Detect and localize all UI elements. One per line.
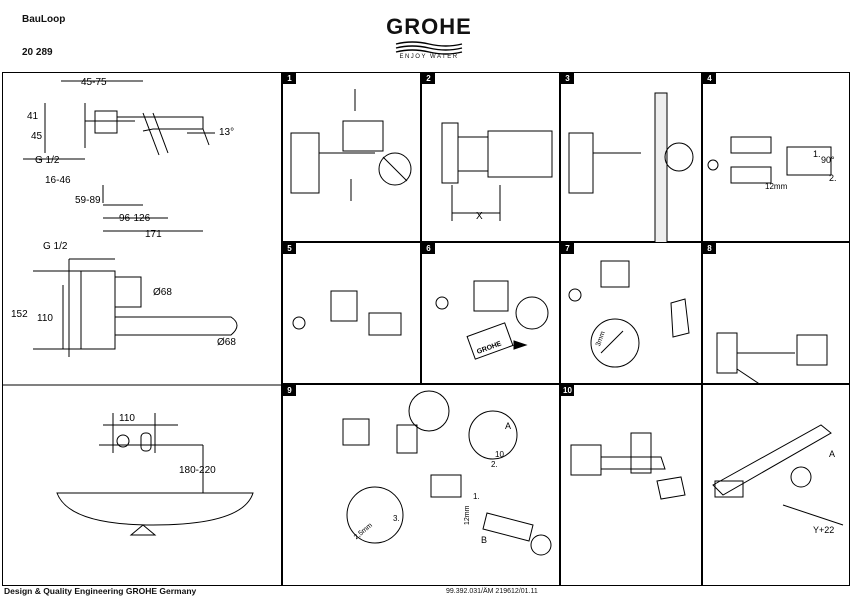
step-number: 3 bbox=[561, 73, 574, 84]
dim-41: 41 bbox=[27, 111, 39, 122]
step-illustration bbox=[570, 432, 686, 500]
dim-g12-top: G 1/2 bbox=[35, 155, 60, 166]
label-1: 1. bbox=[813, 149, 821, 159]
dim-59-89: 59-89 bbox=[75, 195, 101, 206]
label-10: 10 bbox=[495, 450, 504, 459]
label-2: 2. bbox=[491, 460, 498, 469]
step-number: 1 bbox=[283, 73, 296, 84]
label-90-deg: 90° bbox=[821, 155, 835, 165]
dimension-drawing: 45-75 41 45 G 1/2 16-46 59-89 96-126 171… bbox=[3, 77, 283, 536]
dim-dia68-bottom: Ø68 bbox=[217, 337, 236, 348]
step-panel-4: 4 90° 1. 2. 12mm bbox=[702, 72, 850, 242]
product-name: BauLoop bbox=[22, 14, 66, 25]
dim-45-75: 45-75 bbox=[81, 77, 107, 88]
label-a: A bbox=[505, 421, 511, 431]
step-illustration bbox=[292, 290, 402, 336]
step-panel-6: 6 GROHE bbox=[421, 242, 560, 384]
step-panel-7: 7 3mm bbox=[560, 242, 702, 384]
label-2: 2. bbox=[829, 173, 837, 183]
step-number: 6 bbox=[422, 243, 435, 254]
step-illustration: GROHE bbox=[435, 280, 549, 360]
label-2-5mm: 2,5mm bbox=[353, 522, 374, 541]
step-illustration bbox=[568, 92, 694, 244]
step-panel-final: A Y+22 bbox=[702, 384, 850, 586]
label-x: X bbox=[476, 211, 483, 222]
footer-doc-number: 99.392.031/ÄM 219612/01.11 bbox=[446, 588, 538, 595]
label-3: 3. bbox=[393, 514, 400, 523]
step-panel-8: 8 Y bbox=[702, 242, 850, 404]
dim-152: 152 bbox=[11, 309, 28, 320]
label-1: 1. bbox=[473, 492, 480, 501]
step-illustration: 90° 1. 2. 12mm bbox=[707, 136, 837, 191]
step-number: 5 bbox=[283, 243, 296, 254]
product-number: 20 289 bbox=[22, 47, 53, 58]
label-b: B bbox=[481, 535, 487, 545]
step-panel-3: 3 bbox=[560, 72, 702, 244]
dim-110-bottom: 110 bbox=[119, 413, 135, 424]
step-illustration: 3mm bbox=[568, 260, 690, 368]
dim-dia68-top: Ø68 bbox=[153, 287, 172, 298]
footer-credit: Design & Quality Engineering GROHE Germa… bbox=[4, 586, 197, 596]
step-panel-9: 9 A 10 2. 1. 12mm B 2,5mm 3. bbox=[282, 384, 560, 586]
dim-96-126: 96-126 bbox=[119, 213, 151, 224]
step-illustration: A 10 2. 1. 12mm B 2,5mm 3. bbox=[342, 390, 552, 556]
step-number: 7 bbox=[561, 243, 574, 254]
dim-171: 171 bbox=[145, 229, 162, 240]
step-panel-1: 1 bbox=[282, 72, 421, 242]
step-panel-5: 5 bbox=[282, 242, 421, 384]
grohe-logo: GROHE ENJOY WATER bbox=[384, 14, 474, 70]
step-illustration: X bbox=[441, 122, 553, 222]
dimension-panel: 45-75 41 45 G 1/2 16-46 59-89 96-126 171… bbox=[2, 72, 283, 586]
step-number: 9 bbox=[283, 385, 296, 396]
label-3mm: 3mm bbox=[595, 330, 607, 347]
dim-16-46: 16-46 bbox=[45, 175, 71, 186]
dim-110-mid: 110 bbox=[37, 313, 53, 324]
label-a: A bbox=[829, 449, 835, 459]
label-12mm: 12mm bbox=[464, 505, 471, 525]
dim-180-220: 180-220 bbox=[179, 465, 216, 476]
dim-13-deg: 13° bbox=[219, 127, 234, 138]
label-y-plus-22: Y+22 bbox=[813, 525, 834, 535]
step-illustration bbox=[290, 89, 412, 201]
brand-wordmark: GROHE bbox=[386, 14, 472, 39]
step-number: 10 bbox=[561, 385, 574, 396]
step-number: 4 bbox=[703, 73, 716, 84]
step-number: 8 bbox=[703, 243, 716, 254]
step-panel-2: 2 X bbox=[421, 72, 560, 242]
step-illustration: A Y+22 bbox=[712, 424, 844, 535]
dim-45: 45 bbox=[31, 131, 43, 142]
brand-tagline: ENJOY WATER bbox=[399, 54, 459, 60]
dim-g12-mid: G 1/2 bbox=[43, 241, 68, 252]
step-illustration: Y bbox=[716, 332, 828, 404]
wave-logo-icon bbox=[395, 41, 463, 55]
step-panel-10: 10 bbox=[560, 384, 702, 586]
label-12mm: 12mm bbox=[765, 182, 788, 191]
product-header: BauLoop 20 289 bbox=[22, 14, 65, 80]
step-number: 2 bbox=[422, 73, 435, 84]
